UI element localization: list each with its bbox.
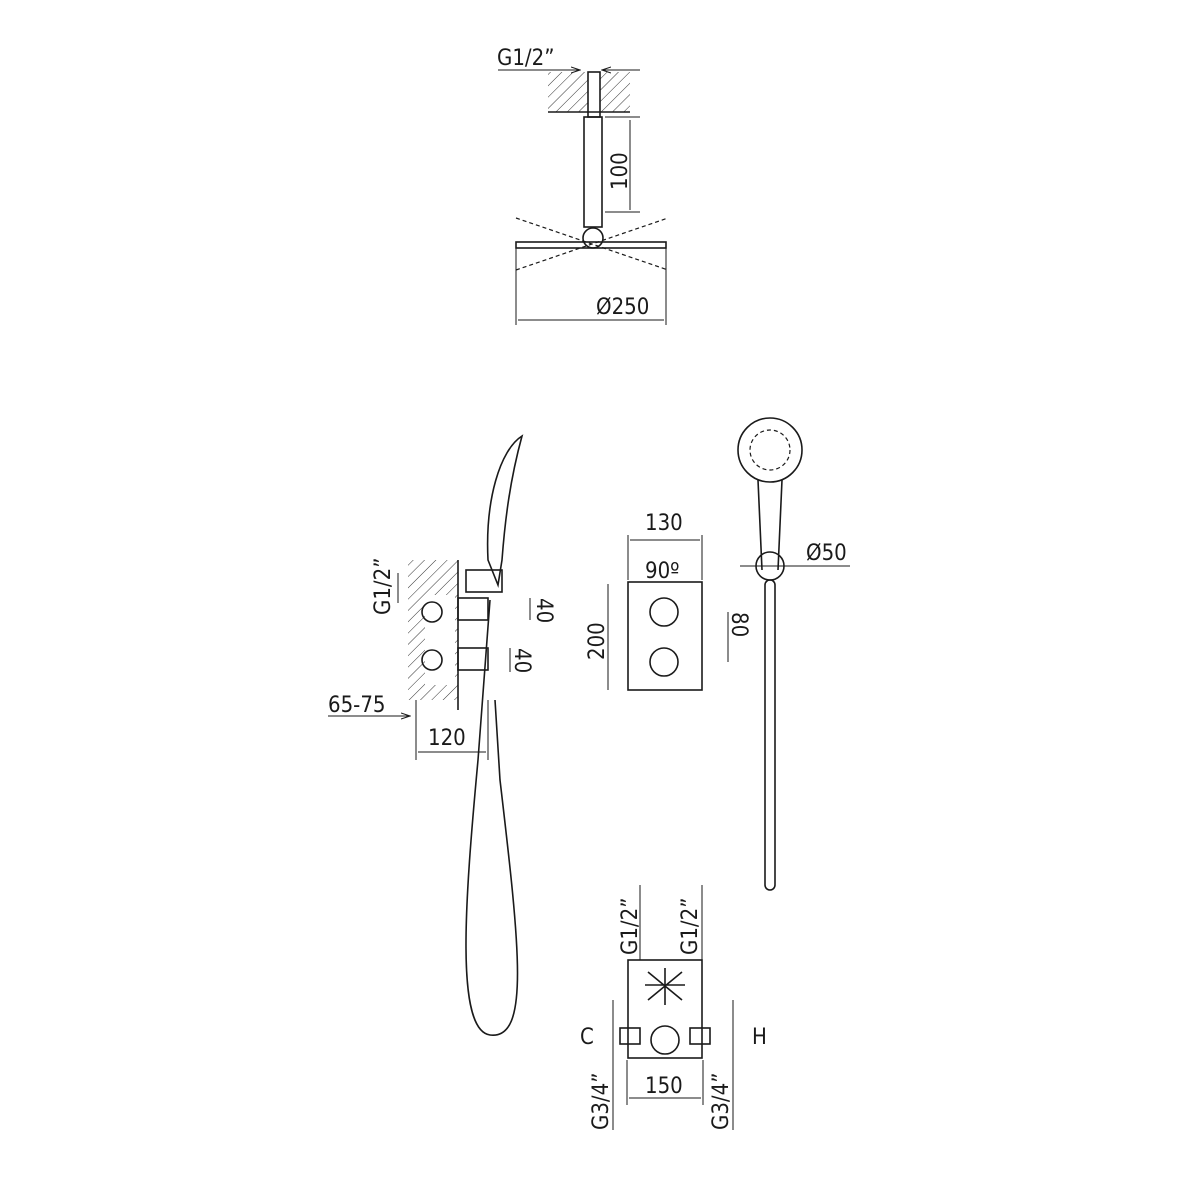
wall-depth-label: 65-75 bbox=[328, 693, 386, 718]
inlet-right-label: G3/4” bbox=[709, 1073, 734, 1130]
upper-depth-label: 40 bbox=[531, 598, 556, 623]
valve-body: G1/2” G1/2” C H G3/4” G3/4” 150 bbox=[580, 885, 767, 1130]
lower-depth-label: 40 bbox=[509, 648, 534, 673]
outlet-right-label: G1/2” bbox=[678, 898, 703, 955]
arm-length-label: 100 bbox=[608, 152, 633, 190]
ceiling-shower: G1/2” 100 Ø250 bbox=[497, 46, 669, 325]
hand-shower: Ø50 bbox=[737, 417, 850, 891]
ceiling-thread-label: G1/2” bbox=[497, 46, 554, 71]
inlet-left-label: G3/4” bbox=[589, 1073, 614, 1130]
front-width-label: 130 bbox=[645, 511, 683, 536]
outlet-left-label: G1/2” bbox=[618, 898, 643, 955]
valve-width-label: 150 bbox=[645, 1074, 683, 1099]
head-diameter-label: Ø250 bbox=[596, 295, 649, 320]
side-view: G1/2” 40 40 65-75 120 bbox=[328, 434, 556, 1036]
rotation-label: 90º bbox=[645, 559, 680, 584]
hand-diameter-label: Ø50 bbox=[806, 541, 847, 566]
handle-spacing-label: 80 bbox=[726, 612, 751, 637]
front-height-label: 200 bbox=[585, 622, 610, 660]
total-depth-label: 120 bbox=[428, 726, 466, 751]
side-thread-label: G1/2” bbox=[371, 558, 396, 615]
front-view: 130 90º 200 80 bbox=[585, 511, 751, 691]
cold-inlet-label: C bbox=[580, 1025, 594, 1050]
hot-inlet-label: H bbox=[752, 1025, 767, 1050]
